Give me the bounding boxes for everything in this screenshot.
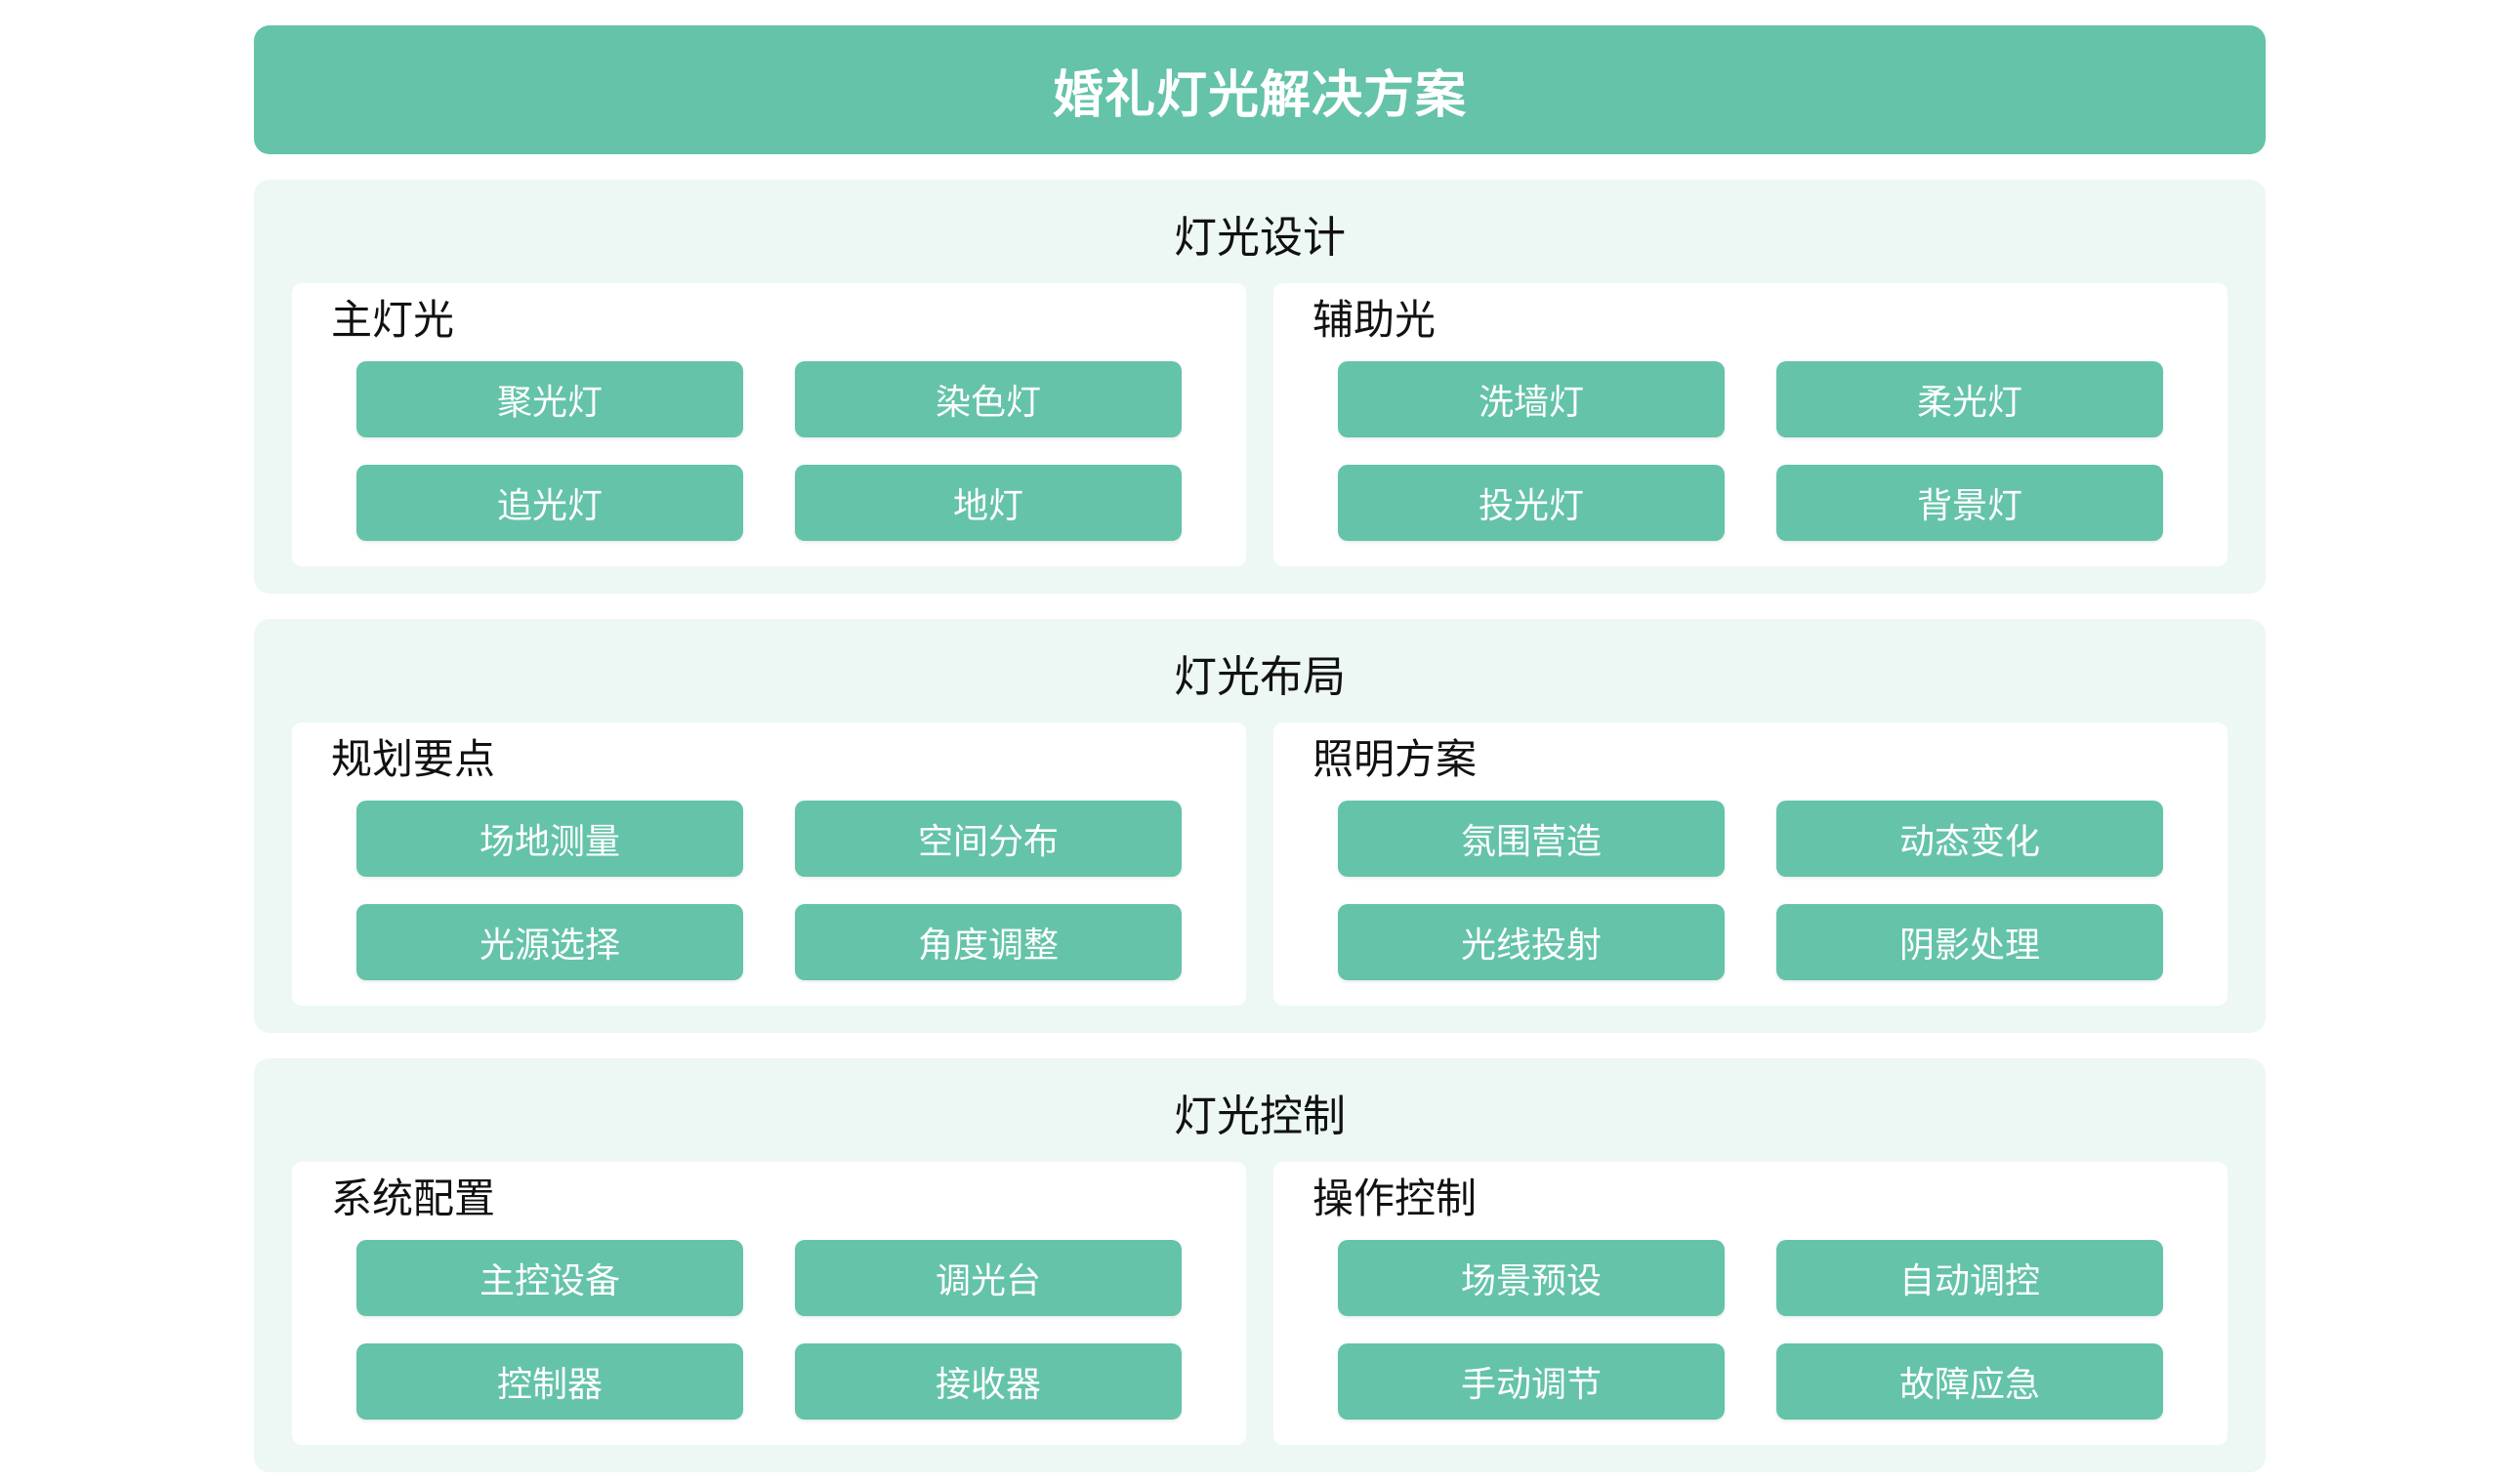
item-chip: 故障应急 <box>1776 1343 2163 1420</box>
section-title: 灯光布局 <box>1174 652 1346 702</box>
card-title: 主灯光 <box>331 296 455 344</box>
section-title: 灯光设计 <box>1174 213 1346 263</box>
item-chip: 光源选择 <box>356 904 743 980</box>
item-chip: 背景灯 <box>1776 465 2163 541</box>
card-title: 照明方案 <box>1312 735 1478 783</box>
card-auxiliary-light: 辅助光 洗墙灯 柔光灯 投光灯 背景灯 <box>1273 283 2228 566</box>
diagram-title: 婚礼灯光解决方案 <box>254 25 2266 154</box>
section-title: 灯光控制 <box>1174 1092 1346 1141</box>
card-title: 操作控制 <box>1312 1175 1478 1222</box>
item-chip: 聚光灯 <box>356 361 743 437</box>
item-chip: 洗墙灯 <box>1338 361 1725 437</box>
item-chip: 主控设备 <box>356 1240 743 1316</box>
item-chip: 追光灯 <box>356 465 743 541</box>
item-chip: 氛围营造 <box>1338 801 1725 877</box>
item-chip: 柔光灯 <box>1776 361 2163 437</box>
card-operation-control: 操作控制 场景预设 自动调控 手动调节 故障应急 <box>1273 1162 2228 1445</box>
section-lighting-design: 灯光设计 主灯光 聚光灯 染色灯 追光灯 地灯 辅助光 洗墙灯 柔光灯 投光灯 … <box>254 180 2266 594</box>
item-chip: 控制器 <box>356 1343 743 1420</box>
item-chip: 自动调控 <box>1776 1240 2163 1316</box>
card-title: 系统配置 <box>331 1175 496 1222</box>
item-chip: 调光台 <box>795 1240 1182 1316</box>
card-main-light: 主灯光 聚光灯 染色灯 追光灯 地灯 <box>292 283 1246 566</box>
item-chip: 动态变化 <box>1776 801 2163 877</box>
item-chip: 地灯 <box>795 465 1182 541</box>
card-title: 辅助光 <box>1312 296 1437 344</box>
diagram-root: 婚礼灯光解决方案 灯光设计 主灯光 聚光灯 染色灯 追光灯 地灯 辅助光 洗墙灯… <box>254 25 2266 1472</box>
item-chip: 场景预设 <box>1338 1240 1725 1316</box>
card-title: 规划要点 <box>331 735 496 783</box>
item-chip: 场地测量 <box>356 801 743 877</box>
item-chip: 光线投射 <box>1338 904 1725 980</box>
card-system-config: 系统配置 主控设备 调光台 控制器 接收器 <box>292 1162 1246 1445</box>
card-planning-points: 规划要点 场地测量 空间分布 光源选择 角度调整 <box>292 722 1246 1006</box>
item-chip: 投光灯 <box>1338 465 1725 541</box>
section-lighting-control: 灯光控制 系统配置 主控设备 调光台 控制器 接收器 操作控制 场景预设 自动调… <box>254 1058 2266 1472</box>
item-chip: 染色灯 <box>795 361 1182 437</box>
item-chip: 角度调整 <box>795 904 1182 980</box>
item-chip: 阴影处理 <box>1776 904 2163 980</box>
item-chip: 接收器 <box>795 1343 1182 1420</box>
item-chip: 空间分布 <box>795 801 1182 877</box>
section-lighting-layout: 灯光布局 规划要点 场地测量 空间分布 光源选择 角度调整 照明方案 氛围营造 … <box>254 619 2266 1033</box>
card-lighting-plan: 照明方案 氛围营造 动态变化 光线投射 阴影处理 <box>1273 722 2228 1006</box>
item-chip: 手动调节 <box>1338 1343 1725 1420</box>
